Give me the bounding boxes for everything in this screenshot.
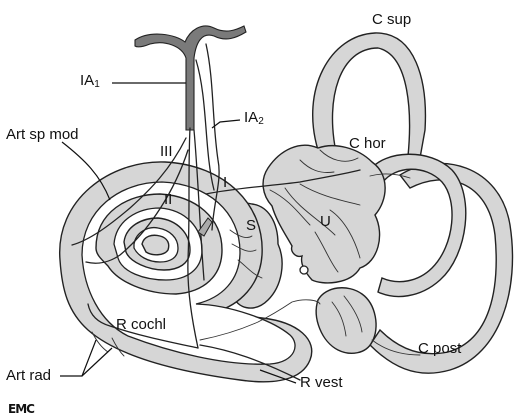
label-roman-iii: III [160, 143, 173, 160]
label-art-sp-mod: Art sp mod [6, 126, 79, 143]
posterior-ampulla [316, 288, 376, 354]
label-ia2: IA2 [244, 109, 264, 127]
label-roman-i: I [223, 174, 227, 191]
emc-logo: EMC [8, 402, 35, 416]
label-s: S [246, 217, 256, 234]
labyrinthine-artery-trunk [135, 26, 246, 130]
label-r-cochl: R cochl [116, 316, 166, 333]
label-u: U [320, 213, 331, 230]
label-ia1: IA1 [80, 72, 100, 90]
label-c-sup: C sup [372, 11, 411, 28]
label-c-post: C post [418, 340, 462, 357]
label-c-hor: C hor [349, 135, 386, 152]
label-roman-ii: II [164, 191, 172, 208]
label-r-vest: R vest [300, 374, 343, 391]
label-art-rad: Art rad [6, 367, 51, 384]
